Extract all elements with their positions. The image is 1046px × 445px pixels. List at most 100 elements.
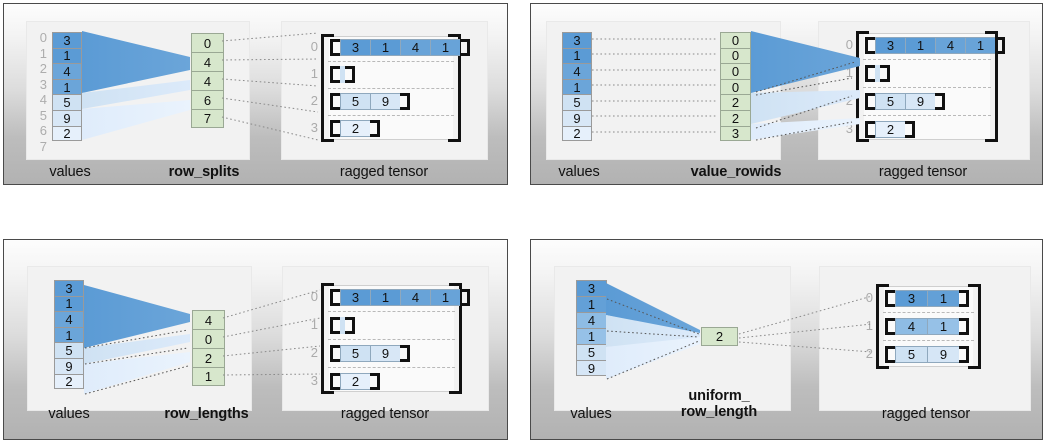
row-bracket-right [460,289,470,306]
tensor-row: 3 1 4 1 [330,39,470,56]
value-rowids-cell: 0 [720,78,751,95]
tensor-row-index: 1 [310,66,318,81]
values-label: values [49,164,91,180]
tensor-cell: 1 [927,290,959,307]
tensor-row-separator [328,88,454,89]
row-bracket-right [400,345,410,362]
tensor-cell: 9 [370,345,400,362]
values-label: values [570,406,612,422]
tensor-row: 5 9 [330,93,410,110]
value-cell: 5 [576,344,607,360]
value-cell: 1 [54,295,84,312]
ragged-tensor-uniform-row-length: 3 1 4 1 5 9 [876,284,981,369]
tensor-cell [340,317,345,334]
value-cell: 9 [52,109,82,126]
tensor-cell: 3 [340,289,370,306]
row-bracket-right [935,93,945,110]
value-rowids-cell: 0 [720,47,751,64]
values-column-row-lengths: 3 1 4 1 5 9 2 [54,280,84,390]
row-bracket-right [370,120,380,137]
row-splits-label: row_splits [168,164,240,180]
tensor-row: 5 9 [865,93,945,110]
tensor-row-empty [865,65,890,82]
tensor-cell: 9 [905,93,935,110]
row-splits-cell: 6 [191,90,224,109]
ragged-tensor-value-rowids: 3 1 4 1 5 9 2 [856,31,1005,142]
tensor-row-separator [328,339,455,340]
tensor-row: 2 [865,121,915,138]
tensor-row-separator [863,59,991,60]
tensor-bracket-left [321,34,334,142]
tensor-cell: 1 [927,318,959,335]
value-index-1: 1 [39,45,47,61]
row-lengths-label: row_lengths [164,406,249,422]
row-bracket-right [370,373,380,390]
panel-row-splits: 0 1 2 3 4 5 6 7 3 1 4 1 5 9 2 0 4 4 6 7 [3,3,508,185]
tensor-cell: 9 [927,346,959,363]
tensor-row-empty [330,66,355,83]
tensor-cell: 5 [875,93,905,110]
row-bracket-right [905,121,915,138]
tensor-row: 3 1 4 1 [330,289,470,306]
tensor-bracket-right [968,284,981,369]
value-cell: 1 [562,78,592,95]
tensor-row: 4 1 [885,318,969,335]
ragged-tensor-row-lengths: 3 1 4 1 5 9 2 [321,283,470,394]
value-index-7: 7 [39,138,47,154]
row-bracket-right [959,290,969,307]
values-column-uniform-row-length: 3 1 4 1 5 9 [576,280,607,376]
tensor-cell: 5 [895,346,927,363]
value-cell: 3 [54,280,84,296]
row-bracket-left [865,37,875,54]
value-cell: 5 [562,94,592,110]
value-cell: 4 [562,63,592,79]
value-index-2: 2 [39,61,47,76]
row-bracket-left [330,317,340,334]
tensor-cell: 3 [895,290,927,307]
row-splits-column: 0 4 4 6 7 [191,33,224,128]
values-column-value-rowids: 3 1 4 1 5 9 2 [562,32,592,142]
value-cell: 9 [576,360,607,376]
row-bracket-right [400,93,410,110]
row-bracket-left [330,120,340,137]
tensor-row-separator [863,115,991,116]
tensor-cell: 4 [400,39,430,56]
value-cell: 1 [54,326,84,343]
value-cell: 1 [52,78,82,95]
tensor-row-index: 2 [845,93,853,108]
row-bracket-right [880,65,890,82]
tensor-row-index: 2 [310,93,318,108]
tensor-row: 2 [330,373,380,390]
tensor-row-index: 3 [310,373,318,388]
tensor-row-index: 0 [310,289,318,304]
tensor-cell: 1 [905,37,935,54]
tensor-cell: 4 [400,289,430,306]
tensor-cell [340,66,345,83]
uniform-row-length-label: uniform_ row_length [680,388,758,421]
tensor-cell: 1 [430,39,460,56]
value-rowids-cell: 2 [720,94,751,110]
tensor-cell: 1 [965,37,995,54]
tensor-row-index: 1 [865,318,873,333]
value-cell: 2 [52,125,82,142]
tensor-cell: 2 [340,120,370,137]
row-splits-cell: 7 [191,109,224,128]
row-lengths-cell: 2 [192,348,225,367]
row-lengths-cell: 4 [192,310,225,329]
tensor-row-separator [328,367,455,368]
value-cell: 2 [562,125,592,142]
ragged-tensor-row-splits: 3 1 4 1 5 9 2 [321,34,470,142]
value-index-3: 3 [39,76,47,92]
tensor-cell: 2 [875,121,905,138]
tensor-row-index: 2 [865,346,873,361]
panel-uniform-row-length: 3 1 4 1 5 9 2 3 1 4 1 [530,239,1043,440]
row-bracket-right [959,318,969,335]
values-label: values [48,406,90,422]
value-index-6: 6 [39,123,47,138]
value-cell: 1 [562,47,592,64]
value-cell: 9 [54,357,84,374]
row-bracket-left [885,346,895,363]
tensor-label: ragged tensor [340,406,430,422]
row-lengths-cell: 1 [192,367,225,386]
